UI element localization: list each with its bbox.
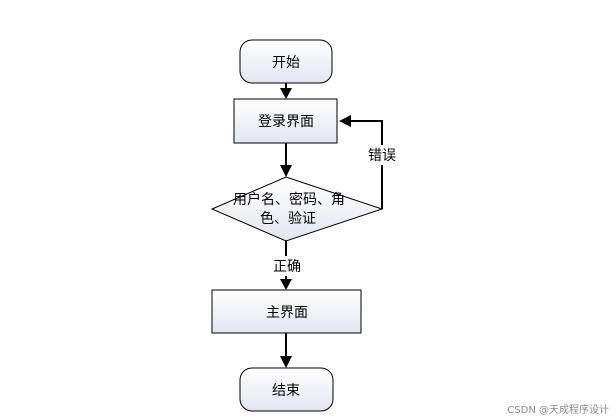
login-node-label: 登录界面 xyxy=(258,114,314,130)
correct-edge-label: 正确 xyxy=(273,259,301,275)
verify-node-label-line2: 色、验证 xyxy=(260,210,316,227)
main-node-label: 主界面 xyxy=(266,305,308,321)
correct-label-bg xyxy=(268,256,306,276)
start-node: 开始 xyxy=(239,39,333,84)
main-node: 主界面 xyxy=(211,289,362,334)
arrow-start-to-login xyxy=(280,83,292,99)
end-node-label: 结束 xyxy=(272,383,300,399)
login-node: 登录界面 xyxy=(233,98,338,144)
arrow-login-to-verify xyxy=(280,143,292,177)
error-label-bg xyxy=(363,145,401,165)
verify-node-label-line1: 用户名、密码、角 xyxy=(233,191,345,208)
start-node-label: 开始 xyxy=(272,55,300,71)
verify-decision-node: 用户名、密码、角 色、验证 xyxy=(210,176,384,242)
arrow-error-loop xyxy=(339,115,383,209)
watermark-text: CSDN @天成程序设计 xyxy=(507,403,609,416)
error-edge-label: 错误 xyxy=(368,148,396,164)
arrow-main-to-end xyxy=(280,333,292,368)
end-node: 结束 xyxy=(239,367,334,412)
